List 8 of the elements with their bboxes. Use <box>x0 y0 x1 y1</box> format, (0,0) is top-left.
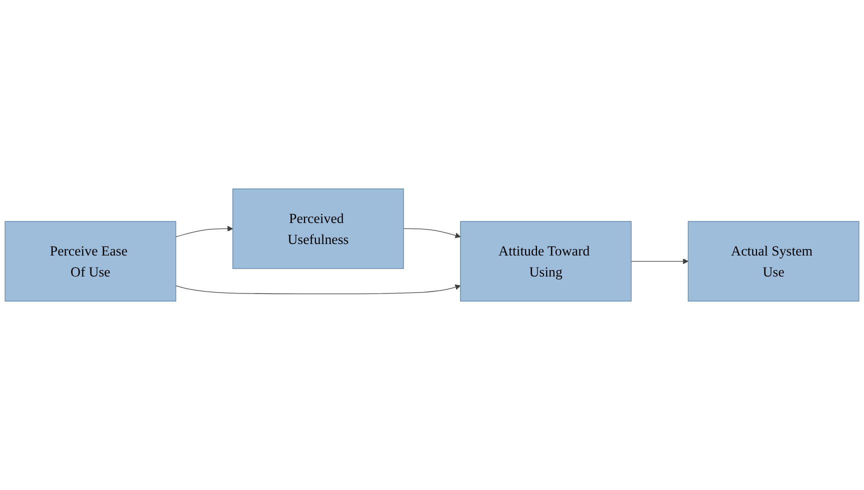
node-box: Actual System Use <box>688 221 860 302</box>
arrow <box>176 226 234 238</box>
arrow <box>630 258 688 264</box>
node-box: Perceive Ease Of Use <box>4 221 176 302</box>
node-box: Perceived Usefulness <box>232 188 404 269</box>
arrow <box>403 228 461 238</box>
node-box: Attitude Toward Using <box>460 221 632 302</box>
arrow <box>176 284 461 294</box>
